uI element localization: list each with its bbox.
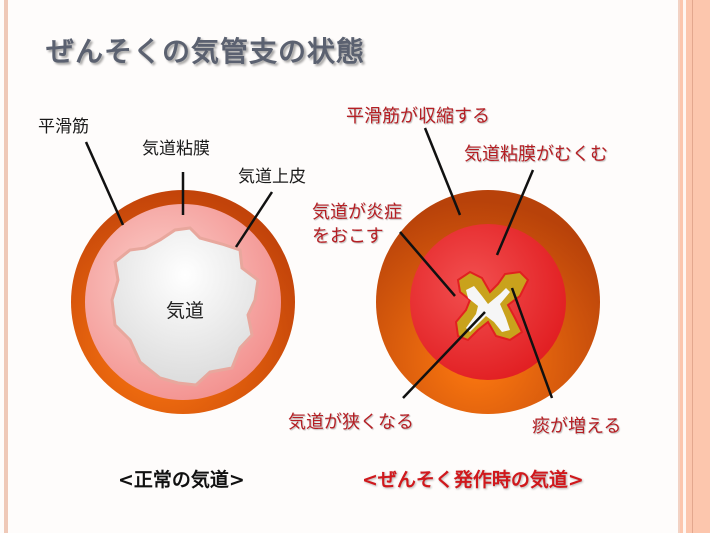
asthma-airway-diagram — [376, 190, 600, 414]
caption-asthma-airway: <ぜんそく発作時の気道> — [362, 469, 584, 491]
label-mucosa-swells: 気道粘膜がむくむ — [464, 144, 608, 165]
label-smooth-muscle: 平滑筋 — [38, 117, 89, 137]
label-inflammation-line2: をおこす — [312, 226, 384, 247]
right-border-line — [692, 0, 693, 533]
label-airway-mucosa: 気道粘膜 — [142, 139, 210, 159]
label-inflammation-line1: 気道が炎症 — [312, 202, 402, 223]
left-border-stripe — [4, 0, 8, 533]
label-muscle-contracts: 平滑筋が収縮する — [346, 106, 490, 127]
caption-normal-airway: <正常の気道> — [118, 469, 245, 491]
normal-airway-lumen — [110, 226, 260, 387]
label-airway: 気道 — [166, 300, 205, 322]
normal-airway-diagram — [71, 190, 295, 414]
right-border-stripe — [678, 0, 681, 533]
slide-title: ぜんそくの気管支の状態 — [46, 35, 366, 68]
label-airway-epithelium: 気道上皮 — [238, 167, 306, 187]
label-airway-narrows: 気道が狭くなる — [288, 412, 414, 433]
right-border-gap — [683, 0, 686, 533]
label-phlegm-increases: 痰が増える — [532, 416, 622, 437]
